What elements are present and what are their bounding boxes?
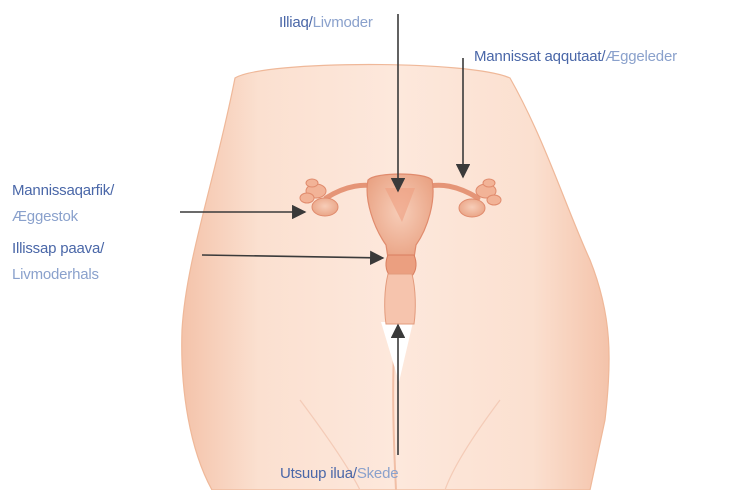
- label-ovary-secondary-line: Æggestok: [12, 208, 78, 226]
- label-cervix-secondary-line: Livmoderhals: [12, 266, 99, 284]
- label-uterus-secondary: Livmoder: [313, 14, 373, 31]
- label-tube-primary: Mannissat aqqutaat: [474, 48, 601, 65]
- label-cervix-primary: Illissap paava: [12, 240, 100, 257]
- label-vagina: Utsuup ilua/Skede: [280, 465, 398, 483]
- right-ovary: [459, 199, 485, 217]
- label-fallopian-tube: Mannissat aqqutaat/Æggeleder: [474, 48, 677, 66]
- label-cervix-secondary: Livmoderhals: [12, 266, 99, 283]
- label-tube-secondary: Æggeleder: [605, 48, 677, 65]
- label-vagina-primary: Utsuup ilua: [280, 465, 353, 482]
- cervix-shape: [386, 255, 416, 276]
- label-vagina-secondary: Skede: [357, 465, 399, 482]
- label-ovary-secondary: Æggestok: [12, 208, 78, 225]
- label-cervix-primary-line: Illissap paava/: [12, 240, 104, 258]
- label-ovary-primary: Mannissaqarfik: [12, 182, 110, 199]
- left-ovary: [312, 198, 338, 216]
- label-uterus-primary: Illiaq: [279, 14, 309, 31]
- label-uterus: Illiaq/Livmoder: [279, 14, 373, 32]
- vagina-shape: [385, 274, 416, 324]
- label-ovary-primary-line: Mannissaqarfik/: [12, 182, 114, 200]
